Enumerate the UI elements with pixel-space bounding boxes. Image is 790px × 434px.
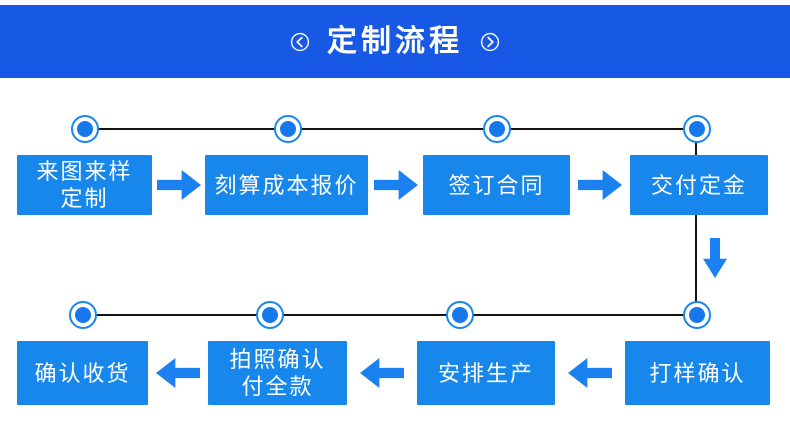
chevron-right-circle-icon: [480, 32, 500, 51]
timeline-node-4: [683, 115, 711, 143]
timeline-node-8: [69, 301, 97, 329]
arrow-left-icon: [156, 358, 200, 388]
arrow-left-icon: [568, 358, 612, 388]
chevron-left-circle-icon: [290, 32, 310, 51]
step-box-7: 拍照确认 付全款: [208, 341, 347, 405]
arrow-right-icon: [578, 170, 622, 200]
timeline-node-6: [446, 301, 474, 329]
step-box-2: 刻算成本报价: [205, 155, 368, 215]
timeline-top-line: [85, 128, 697, 130]
timeline-node-3: [483, 115, 511, 143]
timeline-vertical-connector: [695, 129, 697, 315]
step-box-1: 来图来样 定制: [17, 155, 152, 215]
step-box-5: 打样确认: [625, 341, 770, 405]
arrow-left-icon: [360, 358, 404, 388]
page-title: 定制流程: [327, 24, 463, 58]
arrow-right-icon: [157, 170, 201, 200]
timeline-node-1: [71, 115, 99, 143]
step-box-4: 交付定金: [630, 155, 768, 215]
step-box-8: 确认收货: [17, 341, 148, 405]
arrow-right-icon: [374, 170, 418, 200]
timeline-node-5: [683, 301, 711, 329]
step-box-6: 安排生产: [417, 341, 555, 405]
step-box-3: 签订合同: [423, 155, 570, 215]
arrow-down-icon: [703, 238, 727, 278]
title-banner: 定制流程: [0, 5, 790, 78]
timeline-bottom-line: [83, 314, 697, 316]
timeline-node-7: [256, 301, 284, 329]
timeline-node-2: [274, 115, 302, 143]
